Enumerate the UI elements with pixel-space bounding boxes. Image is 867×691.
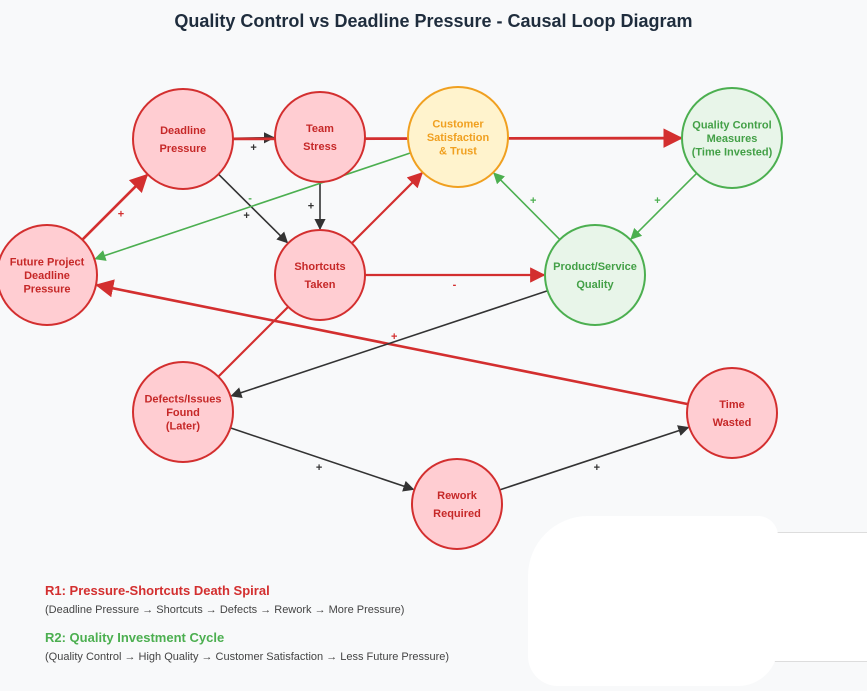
- r1-title: R1: Pressure-Shortcuts Death Spiral: [45, 583, 270, 598]
- link-sign-satisfaction-to-future: -: [248, 192, 252, 204]
- link-sign-rework-to-wasted: +: [594, 462, 600, 474]
- link-sign-deadline-to-stress: +: [250, 142, 256, 154]
- node-circle-qc: [681, 87, 783, 189]
- node-label-defects: Defects/Issues: [144, 394, 221, 406]
- link-rework-to-wasted: [499, 425, 690, 491]
- link-sign-defects-to-rework: +: [316, 462, 322, 474]
- node-label-stress: Stress: [303, 141, 337, 153]
- node-label-qc: (Time Invested): [692, 147, 773, 159]
- link-sign-qc-to-quality: +: [654, 195, 660, 207]
- r1-description: (Deadline Pressure → Shortcuts → Defects…: [45, 604, 405, 616]
- node-label-satisfaction: & Trust: [439, 146, 477, 158]
- node-label-qc: Quality Control: [692, 120, 771, 132]
- node-label-satisfaction: Satisfaction: [427, 132, 490, 144]
- link-deadline-to-shortcuts: [217, 173, 289, 244]
- link-defects-to-rework: [230, 427, 415, 492]
- node-circle-wasted: [686, 367, 778, 459]
- r2-title: R2: Quality Investment Cycle: [45, 630, 225, 645]
- link-sign-quality-to-satisfaction: +: [530, 195, 536, 207]
- node-label-deadline: Pressure: [159, 143, 206, 155]
- redacted-area: [528, 516, 778, 686]
- link-satisfaction-to-future: [94, 152, 411, 261]
- node-label-satisfaction: Customer: [432, 119, 484, 131]
- r2-description: (Quality Control → High Quality → Custom…: [45, 651, 450, 663]
- link-future-to-deadline: [81, 173, 149, 241]
- link-sign-wasted-to-future: +: [391, 331, 397, 343]
- node-label-wasted: Wasted: [713, 417, 752, 429]
- node-label-quality: Product/Service: [553, 261, 637, 273]
- node-label-quality: Quality: [576, 279, 614, 291]
- link-wasted-to-future: [95, 279, 689, 406]
- node-circle-shortcuts: [274, 229, 366, 321]
- node-label-future: Future Project: [10, 257, 85, 269]
- diagram-title: Quality Control vs Deadline Pressure - C…: [174, 11, 693, 31]
- link-quality-to-satisfaction: [493, 172, 561, 241]
- node-label-future: Deadline: [24, 270, 70, 282]
- node-circle-satisfaction: [407, 86, 509, 188]
- link-sign-shortcuts-to-quality: -: [453, 279, 457, 291]
- node-label-qc: Measures: [707, 133, 758, 145]
- link-sign-future-to-deadline: +: [118, 209, 124, 221]
- node-label-shortcuts: Shortcuts: [294, 261, 345, 273]
- node-circle-future: [0, 224, 98, 326]
- link-qc-to-quality: [630, 172, 698, 240]
- node-label-defects: Found: [166, 407, 200, 419]
- node-label-shortcuts: Taken: [305, 279, 336, 291]
- node-label-deadline: Deadline: [160, 125, 206, 137]
- link-sign-deadline-to-shortcuts: +: [243, 210, 249, 222]
- node-label-future: Pressure: [23, 284, 70, 296]
- node-label-stress: Team: [306, 123, 334, 135]
- node-label-rework: Required: [433, 508, 481, 520]
- link-quality-to-defects: [230, 290, 548, 399]
- node-circle-quality: [544, 224, 646, 326]
- link-sign-stress-to-shortcuts: +: [308, 201, 314, 213]
- loop-legend: R1: Pressure-Shortcuts Death Spiral (Dea…: [45, 583, 449, 677]
- node-label-wasted: Time: [719, 399, 744, 411]
- node-label-defects: (Later): [166, 421, 201, 433]
- node-circle-deadline: [132, 88, 234, 190]
- node-label-rework: Rework: [437, 490, 478, 502]
- node-circle-defects: [132, 361, 234, 463]
- node-circle-stress: [274, 91, 366, 183]
- node-circle-rework: [411, 458, 503, 550]
